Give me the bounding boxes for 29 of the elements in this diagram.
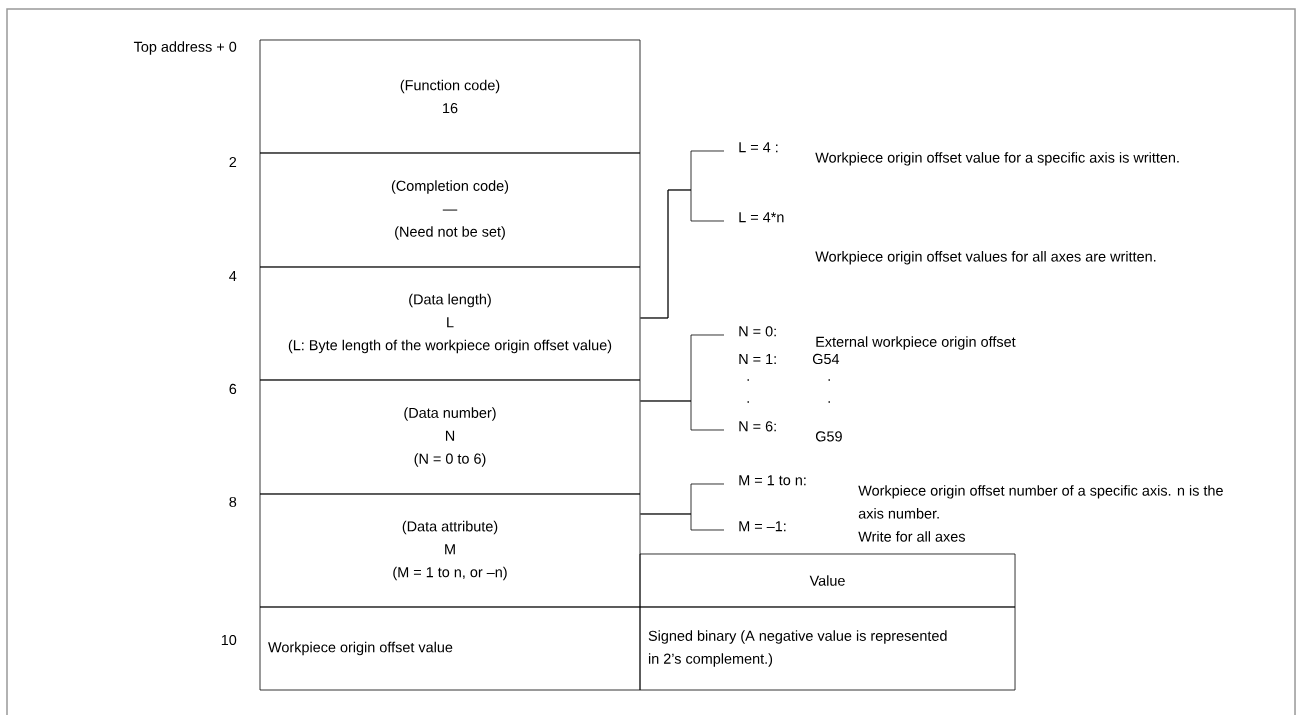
bracket-line (640, 400, 725, 431)
ellipsis-dot: . (828, 401, 830, 403)
field-box: Signed binary (A negative value is represented in 2’s complement.) (639, 606, 1016, 691)
annotation-text: N = 1: (739, 354, 776, 364)
ellipsis-dot: . (828, 379, 830, 381)
annotation-text: M = –1: Write for all axes (739, 521, 965, 542)
bracket-line (640, 513, 725, 531)
annotation-text: M = 1 to n: Workpiece origin offset number of a specific axis. n is the axis number. (739, 475, 1223, 519)
ellipsis-dot: . (747, 379, 749, 381)
annotation-text: L = 4 : Workpiece origin offset value for a specific axis is written. (739, 142, 1179, 166)
annotation-text: N = 0: External workpiece origin offset (739, 326, 1016, 350)
field-box: (Function code) 16 (259, 39, 641, 154)
address-offset: 6 (229, 383, 237, 395)
field-box: (Completion code) — (Need not be set) (259, 152, 641, 268)
address-offset: 8 (229, 496, 237, 508)
field-box: (Data number) N (N = 0 to 6) (259, 379, 641, 495)
address-offset: 4 (229, 271, 237, 281)
field-box: (Data length) L (L: Byte length of the workpiece origin offset value) (259, 266, 641, 381)
field-box: Workpiece origin offset value (259, 606, 641, 691)
address-label: Top address + 0 (133, 41, 237, 55)
address-offset: 2 (229, 156, 237, 168)
field-box: (Data attribute) M (M = 1 to n, or –n) (259, 493, 641, 608)
annotation-text: N = 6: G59 (739, 421, 842, 442)
ellipsis-dot: . (747, 401, 749, 403)
annotation-text: G54 (812, 353, 840, 365)
address-offset: 10 (221, 634, 237, 646)
annotation-text: L = 4*n Workpiece origin offset values for all axes are written. (739, 212, 1156, 265)
bracket-line (640, 189, 725, 319)
value-header: Value (639, 553, 1016, 608)
